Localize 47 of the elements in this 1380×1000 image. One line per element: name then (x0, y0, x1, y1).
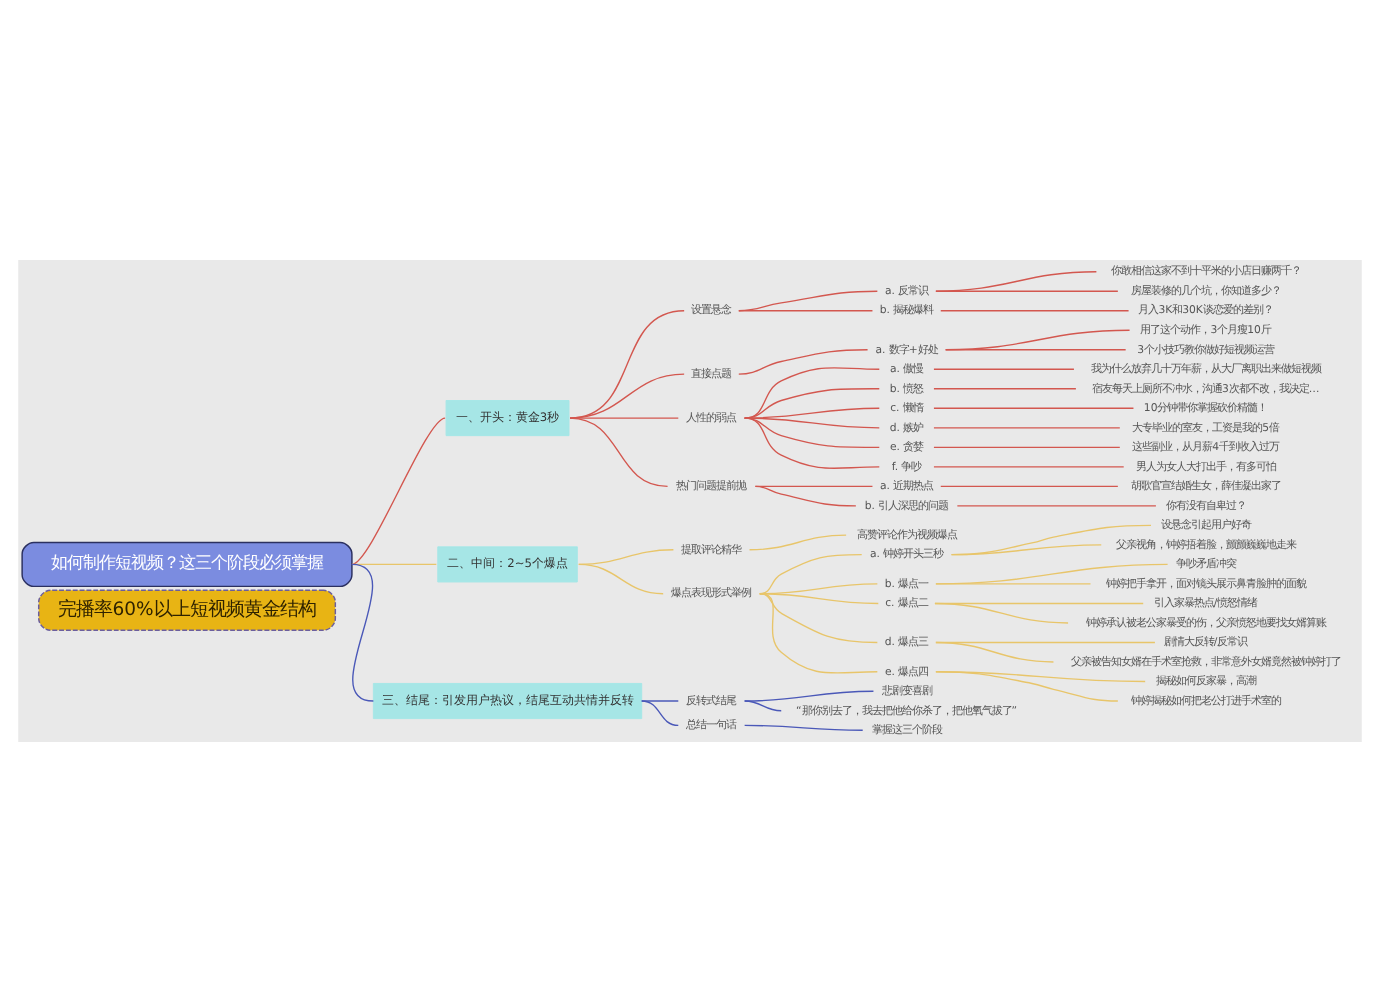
connector (935, 640, 1055, 662)
connector (351, 416, 446, 565)
connector (935, 670, 1119, 701)
connector (641, 699, 679, 726)
connector (743, 416, 880, 448)
connector (933, 465, 1125, 467)
connector (578, 562, 664, 594)
connector (569, 309, 685, 418)
connector (569, 416, 669, 487)
node-box: 完播率60%以上短视频黄金结构 (38, 588, 337, 630)
connector (738, 289, 879, 311)
connector (933, 367, 1075, 369)
connector (935, 289, 1119, 291)
connector (950, 523, 1152, 555)
connector (944, 348, 1127, 350)
connector (935, 562, 1169, 584)
connector (351, 562, 375, 701)
connector (641, 699, 679, 701)
connector (934, 601, 1069, 623)
connector (944, 328, 1131, 350)
connector (743, 699, 782, 711)
connector (738, 348, 869, 374)
connector (743, 689, 875, 701)
connector (759, 592, 879, 643)
connector (743, 723, 864, 730)
connector (738, 309, 874, 311)
connector (754, 484, 857, 506)
connector (935, 270, 1098, 291)
connector (759, 552, 863, 594)
connector (950, 543, 1102, 555)
connector (935, 582, 1092, 584)
connector (759, 592, 879, 673)
connector (743, 416, 880, 468)
connector (933, 445, 1121, 448)
connector (956, 504, 1157, 506)
connector (578, 548, 675, 565)
node-box: 如何制作短视频？这三个阶段必须掌握 (21, 540, 353, 587)
connector (569, 372, 685, 418)
connector (933, 426, 1121, 428)
connector (569, 416, 679, 418)
connector (743, 416, 880, 428)
connector (933, 406, 1135, 408)
connector (759, 592, 879, 604)
connector (748, 533, 847, 550)
connector (933, 387, 1077, 389)
connector (940, 484, 1119, 487)
connector (940, 309, 1130, 311)
